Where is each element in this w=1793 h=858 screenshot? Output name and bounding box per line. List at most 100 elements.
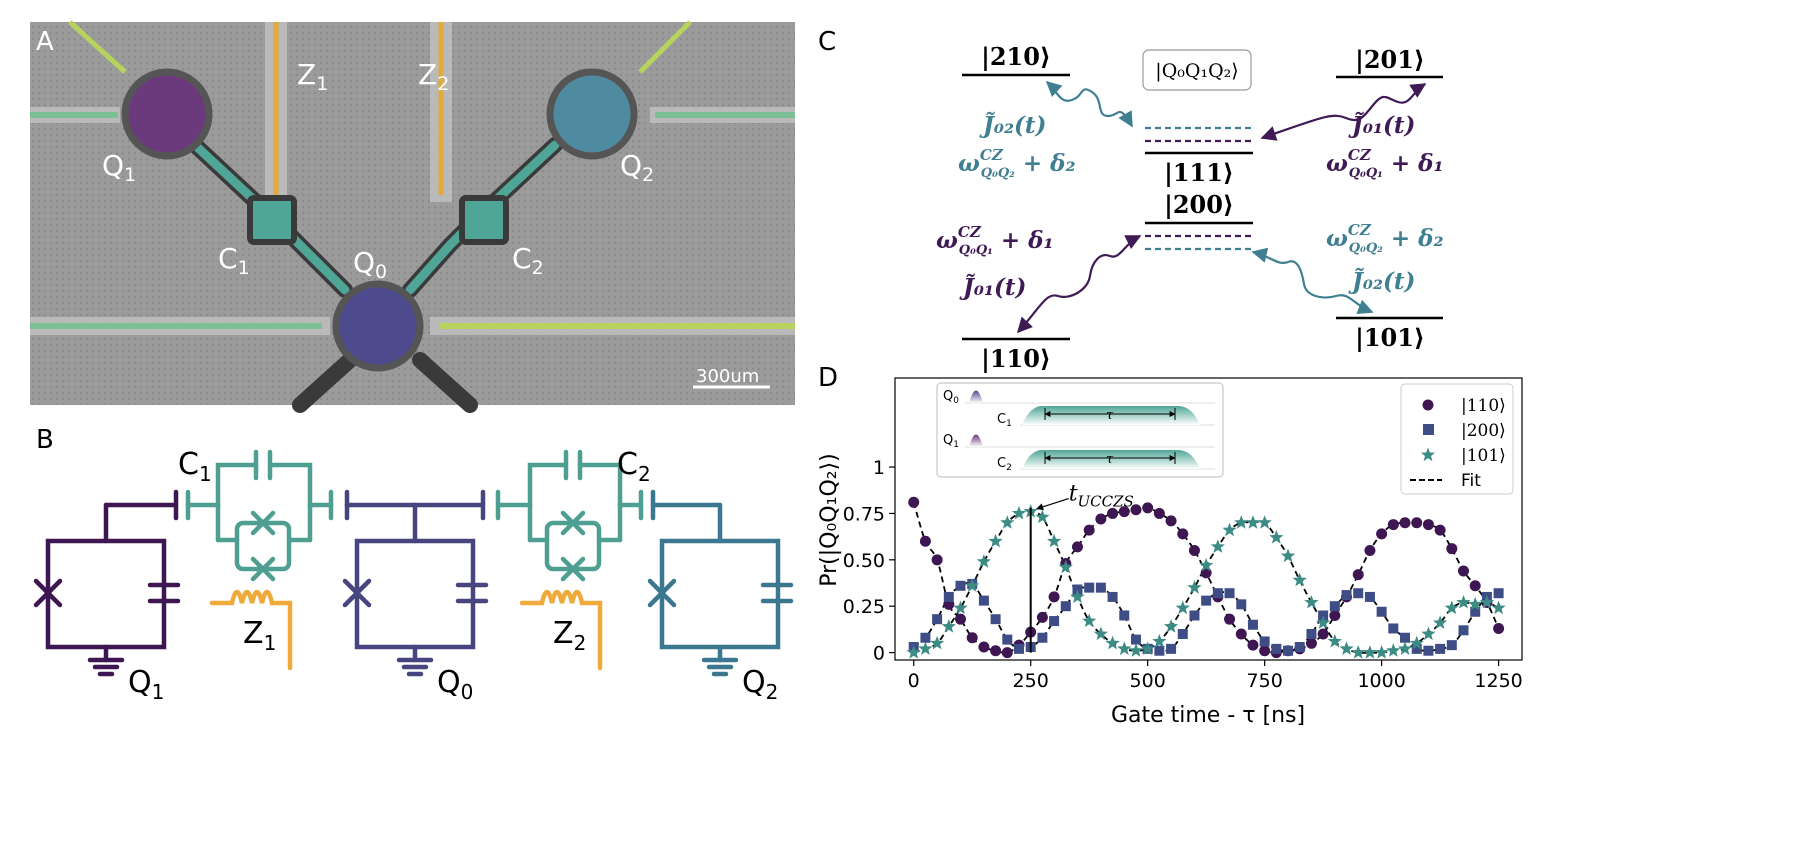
data-point (1128, 643, 1144, 657)
y-tick-label: 0.50 (843, 550, 885, 572)
panel-letter-d: D (818, 363, 838, 393)
label-q0: Q0 (353, 246, 387, 283)
legend-label-110: |110⟩ (1461, 396, 1506, 416)
data-point (1245, 515, 1261, 529)
data-point (1306, 629, 1317, 640)
data-point (1163, 619, 1179, 633)
data-point (1013, 643, 1024, 654)
state-box (1142, 49, 1252, 91)
data-point (1458, 565, 1470, 577)
label-z1: Z1 (297, 58, 328, 95)
panel-letter-a: A (36, 27, 54, 57)
data-point (965, 578, 980, 592)
legend-marker-110 (1422, 399, 1434, 411)
data-point (1304, 594, 1319, 609)
circuit-label-c2: C2 (617, 447, 651, 486)
data-point (1036, 611, 1048, 623)
panel-letter-b: B (36, 425, 54, 455)
legend-label-101: |101⟩ (1461, 446, 1506, 466)
panel-b-labels: C1 C2 Z1 Z2 Q1 Q0 Q2 (128, 447, 778, 704)
data-point (1387, 519, 1399, 531)
svg-text:|201⟩: |201⟩ (1355, 45, 1425, 74)
data-point (1048, 591, 1060, 603)
data-point (1070, 589, 1085, 603)
annotation-label: tUCCZS (1069, 482, 1134, 511)
circuit-label-q1: Q1 (128, 665, 164, 704)
virtual-levels (1145, 126, 1253, 251)
data-point (1399, 517, 1411, 529)
data-point (1224, 613, 1236, 625)
y-tick-label: 1 (873, 457, 885, 479)
data-point (1002, 634, 1013, 645)
circuit-label-q2: Q2 (742, 665, 778, 704)
data-point (966, 632, 978, 644)
data-point (1409, 635, 1424, 650)
svg-text:|210⟩: |210⟩ (981, 42, 1051, 71)
data-point (1444, 600, 1459, 615)
data-point (1177, 528, 1189, 540)
svg-text:J̃₀₁(t): J̃₀₁(t) (959, 274, 1026, 301)
data-point (1084, 582, 1095, 593)
data-point (1259, 645, 1271, 657)
x-tick-label: 0 (908, 670, 920, 692)
coupling-wavy-arrows (1016, 80, 1427, 334)
data-point (953, 600, 968, 615)
x-tick-label: 1000 (1357, 670, 1405, 692)
data-point (1187, 580, 1202, 594)
data-point (1329, 601, 1340, 612)
data-point (1388, 623, 1399, 634)
data-point (1212, 588, 1223, 599)
panel-letter-c: C (818, 27, 836, 57)
data-point (1446, 640, 1457, 651)
y-tick-label: 0.25 (843, 596, 885, 618)
circuit-q0 (342, 489, 489, 677)
data-point (1130, 504, 1142, 516)
data-point (990, 614, 1001, 625)
y-axis-label: Pr(|Q₀Q₁Q₂⟩) (817, 453, 842, 587)
data-point (1154, 645, 1165, 656)
data-point (1397, 641, 1413, 655)
svg-text:τ: τ (1106, 452, 1114, 467)
x-tick-label: 250 (1013, 670, 1049, 692)
data-point (1095, 582, 1106, 593)
data-point (990, 645, 1002, 657)
data-point (1236, 599, 1247, 610)
data-point (1269, 530, 1284, 544)
data-point (1316, 615, 1331, 629)
annotation-arrow (1036, 498, 1069, 511)
data-point (1421, 626, 1436, 641)
panel-b-circuit (33, 449, 794, 677)
data-point (1411, 643, 1422, 654)
level-labels: |210⟩ |201⟩ |111⟩ |200⟩ |110⟩ |101⟩ (981, 42, 1425, 373)
data-point (978, 641, 990, 653)
data-point (1234, 515, 1249, 529)
data-point (1376, 606, 1387, 617)
data-point (1411, 517, 1423, 529)
circuit-c2 (495, 449, 644, 582)
label-q1: Q1 (102, 149, 136, 186)
legend-marker-101 (1420, 447, 1436, 462)
data-point (1107, 507, 1119, 519)
data-point (920, 632, 931, 643)
svg-text:|101⟩: |101⟩ (1355, 323, 1425, 352)
legend-marker-200 (1423, 424, 1434, 435)
inset-pulse-schematic: Q0 C1 Q1 C2 τ τ (936, 382, 1224, 478)
data-point (1422, 519, 1434, 531)
data-point (978, 595, 989, 606)
label-c1: C1 (218, 242, 250, 279)
circuit-c1 (185, 449, 334, 582)
data-point (1283, 645, 1294, 656)
circuit-label-c1: C1 (178, 447, 212, 486)
data-point (955, 613, 967, 625)
data-point (1493, 622, 1505, 634)
data-point (1458, 625, 1469, 636)
data-point (1224, 588, 1235, 599)
svg-text:|200⟩: |200⟩ (1164, 190, 1234, 219)
data-point (1082, 613, 1097, 628)
data-point (1001, 647, 1013, 659)
data-point (1222, 522, 1237, 537)
pulse-q1 (969, 434, 983, 447)
